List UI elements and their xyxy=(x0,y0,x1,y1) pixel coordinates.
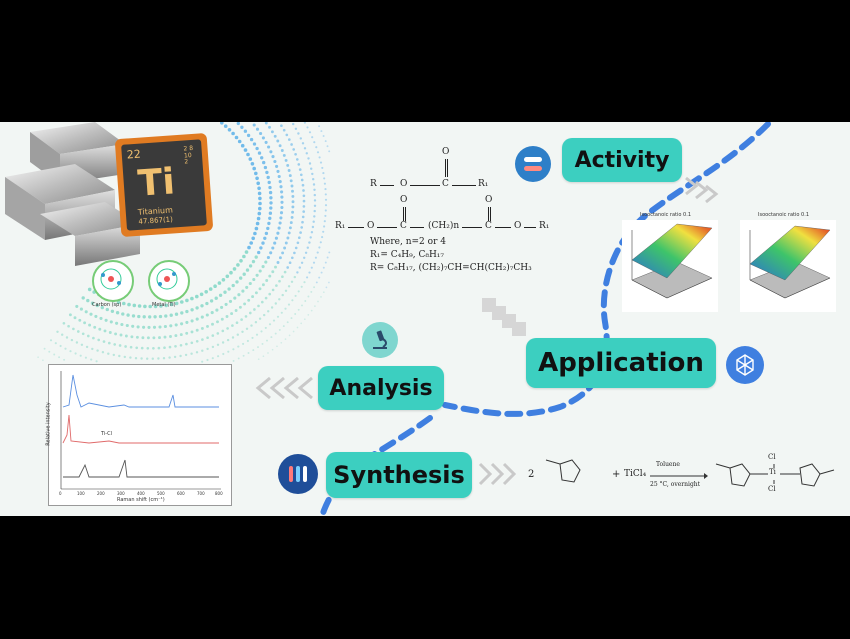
raman-tick: 600 xyxy=(177,491,185,496)
raman-xlabel: Raman shift (cm⁻¹) xyxy=(117,497,165,503)
application-label: Application xyxy=(526,338,716,388)
titanium-ingots-image xyxy=(5,122,140,266)
reaction-coefficient: 2 xyxy=(528,469,535,480)
activity-chevrons xyxy=(685,176,719,204)
raman-ylabel: Relative intensity xyxy=(45,402,52,446)
analysis-chevrons xyxy=(255,376,313,400)
atomic-number: 22 xyxy=(126,147,142,162)
synthesis-chevrons xyxy=(478,462,517,486)
synthesis-label: Synthesis xyxy=(326,452,472,498)
nanostructure-icon xyxy=(726,346,764,384)
microscope-icon xyxy=(362,322,398,358)
raman-peak-label: Ti-Cl xyxy=(101,431,112,437)
reaction-conditions: 25 °C, overnight xyxy=(650,481,701,488)
titanium-complex-product xyxy=(715,463,835,487)
surface-plot-left-title: Isooctanoic ratio 0.1 xyxy=(640,212,691,218)
metal-label: Metal (Ti) xyxy=(152,302,176,308)
raman-spectrum-chart: Relative intensity Raman shift (cm⁻¹) Ti… xyxy=(45,364,232,506)
dot-swirl-decoration xyxy=(37,122,331,363)
imidazole-reactant xyxy=(545,459,581,483)
reaction-arrow xyxy=(650,473,708,479)
test-tubes-icon xyxy=(278,454,318,494)
carbon-label: Carbon (sp) xyxy=(92,302,122,308)
element-mass: 47.867(1) xyxy=(138,215,174,226)
raman-tick: 300 xyxy=(117,491,125,496)
formula-where: Where, n=2 or 4 xyxy=(370,237,446,247)
raman-tick: 100 xyxy=(77,491,85,496)
element-symbol: Ti xyxy=(136,161,177,205)
reaction-reagent: TiCl₄ xyxy=(624,469,647,479)
complex-chloride-top: Cl xyxy=(768,453,776,461)
graphical-abstract: 22 2 8 10 2 Ti Titanium 47.867(1) Carbon… xyxy=(0,122,850,516)
formula-chevrons xyxy=(482,298,526,336)
titanium-element-tile: 22 2 8 10 2 Ti Titanium 47.867(1) xyxy=(114,132,214,238)
raman-tick: 0 xyxy=(59,491,62,496)
electron-shells: 2 8 10 2 xyxy=(183,144,194,166)
surface-plot-right: Isooctanoic ratio 0.1 xyxy=(740,212,836,312)
raman-tick: 400 xyxy=(137,491,145,496)
complex-metal: Ti xyxy=(769,468,776,476)
metal-atom-diagram xyxy=(148,260,190,302)
carbon-atom-diagram xyxy=(92,260,134,302)
raman-tick: 800 xyxy=(215,491,223,496)
raman-tick: 200 xyxy=(97,491,105,496)
raman-tick: 700 xyxy=(197,491,205,496)
raman-tick: 500 xyxy=(157,491,165,496)
reaction-solvent: Toluene xyxy=(656,461,680,468)
reaction-plus: + xyxy=(612,469,621,480)
surface-plot-left: Isooctanoic ratio 0.1 xyxy=(622,212,718,312)
activity-label: Activity xyxy=(562,138,682,182)
pill-stack-icon xyxy=(515,146,551,182)
formula-r1-definition: R₁= C₄H₉, C₈H₁₇ xyxy=(370,250,445,260)
formula-r-definition: R= C₈H₁₇, (CH₂)₇CH=CH(CH₂)₇CH₃ xyxy=(370,263,532,273)
analysis-label: Analysis xyxy=(318,366,444,410)
surface-plot-right-title: Isooctanoic ratio 0.1 xyxy=(758,212,809,218)
complex-chloride-bottom: Cl xyxy=(768,485,776,493)
